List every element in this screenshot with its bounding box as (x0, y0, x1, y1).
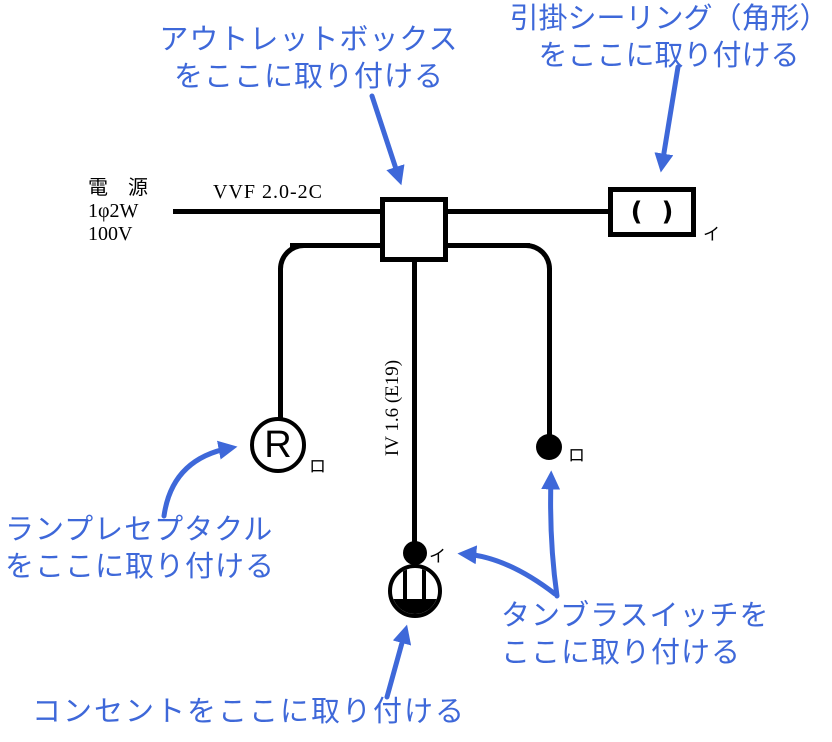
callout-outlet: コンセントをここに取り付ける (32, 696, 467, 728)
circuit-mark-ceiling: イ (703, 225, 720, 244)
arrow-to-lamp-receptacle (161, 440, 238, 519)
callout-tumbler-switch: タンブラスイッチを ここに取り付ける (501, 598, 770, 672)
power-source-line3: 100V (88, 223, 133, 245)
wire-left-branch-horizontal (290, 243, 382, 248)
lamp-receptacle-symbol: R (250, 417, 306, 473)
callout-ceiling-light-line2: をここに取り付ける (538, 40, 800, 72)
iv-conduit-label: IV 1.6 (E19) (382, 359, 403, 457)
vvf-cable-label: VVF 2.0-2C (213, 181, 324, 203)
circuit-mark-switch-ro: ロ (568, 446, 585, 465)
wire-left-branch-vertical (278, 268, 283, 419)
callout-outlet-box-line2: をここに取り付ける (173, 61, 444, 93)
wire-right-branch-curve (526, 243, 552, 271)
power-source-line1: 電 源 (88, 177, 148, 199)
wire-right-branch-vertical (547, 268, 552, 436)
outlet-symbol-slot-right (422, 568, 426, 600)
wire-left-branch-curve (278, 243, 306, 271)
outlet-box-symbol (380, 197, 448, 262)
callout-lamp-receptacle: ランプレセプタクル をここに取り付ける (5, 512, 275, 586)
callout-ceiling-light-line1: 引掛シーリング（角形） (509, 3, 829, 35)
power-source-label: 電 源 1φ2W 100V (88, 177, 148, 246)
callout-tumbler-switch-line2: ここに取り付ける (501, 637, 742, 669)
callout-outlet-box: アウトレットボックス をここに取り付ける (146, 22, 472, 96)
callout-outlet-box-line1: アウトレットボックス (159, 24, 459, 56)
arrow-to-outlet-box (369, 93, 405, 186)
callout-lamp-receptacle-line1: ランプレセプタクル (5, 514, 274, 546)
wire-box-to-ceiling (446, 209, 612, 214)
lamp-receptacle-letter: R (264, 423, 292, 466)
switch-i-symbol (403, 541, 427, 565)
wire-right-branch-horizontal (446, 243, 530, 248)
circuit-mark-switch-i: イ (429, 547, 446, 566)
outlet-symbol (388, 564, 442, 618)
arrow-to-switch-i (457, 545, 558, 597)
arrow-to-ceiling-light (654, 64, 681, 173)
ceiling-light-symbol: ( ) (608, 187, 696, 237)
callout-ceiling-light: 引掛シーリング（角形） をここに取り付ける (504, 1, 832, 75)
ceiling-light-glyph: ( ) (630, 197, 679, 227)
outlet-symbol-slot-left (403, 568, 407, 600)
wire-center-vertical (412, 258, 417, 543)
outlet-symbol-bottom-fill (392, 599, 438, 614)
power-source-line2: 1φ2W (88, 200, 139, 222)
switch-ro-symbol (536, 434, 562, 460)
callout-lamp-receptacle-line2: をここに取り付ける (5, 551, 276, 583)
callout-tumbler-switch-line1: タンブラスイッチを (501, 600, 770, 632)
arrow-to-switch-ro (541, 470, 561, 599)
circuit-mark-lamp: ロ (309, 457, 326, 476)
arrow-to-outlet (384, 624, 412, 700)
wire-source-to-box (173, 209, 382, 214)
